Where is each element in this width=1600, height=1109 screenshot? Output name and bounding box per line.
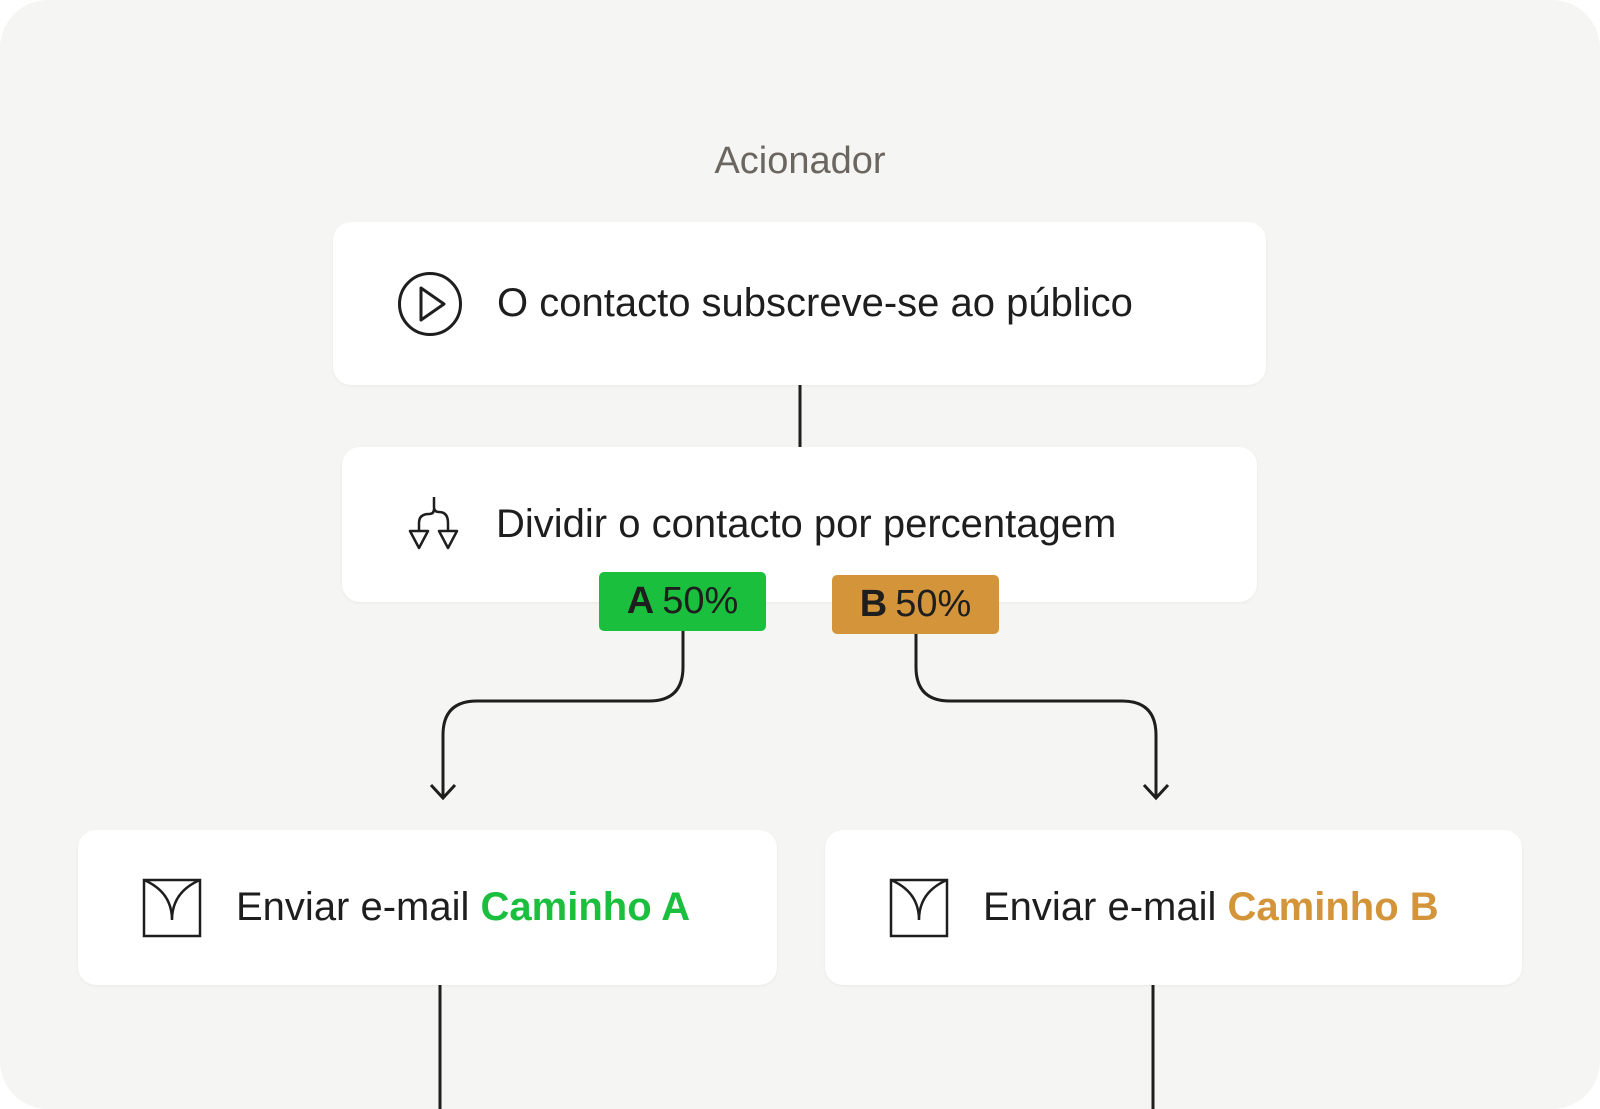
badge-path-b: B 50%: [832, 575, 999, 634]
send-email-card-b[interactable]: Enviar e-mail Caminho B: [825, 830, 1522, 985]
split-card[interactable]: Dividir o contacto por percentagem: [342, 447, 1257, 602]
send-email-b-text: Enviar e-mail Caminho B: [983, 885, 1439, 930]
send-email-a-prefix: Enviar e-mail: [236, 885, 470, 929]
branch-a-arrowhead: [429, 783, 457, 801]
badge-b-percent: 50%: [895, 583, 972, 625]
send-email-a-text: Enviar e-mail Caminho A: [236, 885, 690, 930]
play-circle-icon: [397, 271, 463, 337]
branch-a-connector: [441, 631, 685, 797]
path-a-label: Caminho A: [480, 885, 691, 929]
send-email-card-a[interactable]: Enviar e-mail Caminho A: [78, 830, 777, 985]
trigger-heading: Acionador: [714, 140, 886, 182]
badge-a-percent: 50%: [662, 580, 739, 622]
split-arrows-icon: [404, 495, 464, 555]
badge-b-letter: B: [859, 583, 888, 625]
branch-b-connector: [914, 634, 1158, 797]
split-text: Dividir o contacto por percentagem: [496, 502, 1117, 546]
badge-path-a: A 50%: [599, 572, 766, 631]
envelope-icon: [889, 878, 949, 938]
send-email-b-prefix: Enviar e-mail: [983, 885, 1217, 929]
branch-b-arrowhead: [1142, 783, 1170, 801]
envelope-icon: [142, 878, 202, 938]
trigger-text: O contacto subscreve-se ao público: [497, 281, 1133, 325]
badge-a-letter: A: [626, 580, 655, 622]
path-b-label: Caminho B: [1227, 885, 1439, 929]
trigger-card[interactable]: O contacto subscreve-se ao público: [333, 222, 1266, 385]
